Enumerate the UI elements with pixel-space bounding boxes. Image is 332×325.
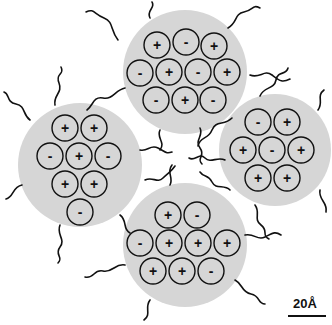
charge-sign: +	[149, 264, 157, 278]
charge-sign: +	[61, 177, 69, 191]
charged-bead: -	[258, 136, 286, 164]
charge-sign: +	[165, 65, 173, 79]
charged-bead: -	[197, 257, 225, 285]
charged-bead: +	[51, 114, 79, 142]
charge-sign: +	[90, 121, 98, 135]
charge-sign: +	[223, 65, 231, 79]
charged-bead: -	[142, 86, 170, 114]
charge-sign: +	[90, 177, 98, 191]
cluster-disk	[18, 103, 142, 227]
charged-bead: +	[65, 142, 93, 170]
charged-bead: +	[229, 136, 257, 164]
charge-sign: +	[283, 171, 291, 185]
charged-bead: -	[172, 28, 200, 56]
polymer-chains	[4, 2, 326, 320]
charged-bead: -	[126, 59, 154, 87]
charge-sign: -	[195, 208, 200, 222]
cluster-disk	[219, 94, 331, 206]
charged-bead: +	[80, 170, 108, 198]
charge-sign: +	[178, 264, 186, 278]
scale-bar	[288, 315, 326, 317]
charged-bead: +	[154, 201, 182, 229]
charge-sign: +	[61, 121, 69, 135]
charged-bead: +	[213, 58, 241, 86]
charged-bead: -	[66, 198, 94, 226]
charge-sign: +	[297, 143, 305, 157]
charged-bead: -	[244, 108, 272, 136]
charge-sign: -	[138, 66, 143, 80]
charged-bead: -	[94, 142, 122, 170]
charge-sign: +	[254, 171, 262, 185]
charge-sign: -	[106, 149, 111, 163]
charged-bead: +	[200, 32, 228, 60]
charge-sign: -	[256, 115, 261, 129]
charged-bead: +	[244, 164, 272, 192]
charge-sign: +	[239, 143, 247, 157]
charged-bead: +	[273, 164, 301, 192]
charged-bead: +	[51, 170, 79, 198]
charge-sign: -	[209, 264, 214, 278]
charge-sign: +	[164, 208, 172, 222]
charged-bead: +	[139, 257, 167, 285]
charged-bead: -	[36, 142, 64, 170]
charge-sign: -	[211, 93, 216, 107]
charge-sign: -	[154, 93, 159, 107]
charged-bead: +	[143, 31, 171, 59]
charged-bead: -	[184, 58, 212, 86]
charge-sign: +	[75, 149, 83, 163]
scale-label: 20Å	[293, 296, 317, 311]
charge-sign: -	[48, 149, 53, 163]
cluster-disk	[123, 183, 247, 307]
charged-bead: +	[171, 86, 199, 114]
charged-bead: -	[199, 86, 227, 114]
charged-bead: +	[155, 229, 183, 257]
charged-bead: -	[183, 201, 211, 229]
charge-sign: -	[270, 143, 275, 157]
charged-bead: +	[80, 114, 108, 142]
charged-bead: +	[184, 229, 212, 257]
charge-sign: +	[165, 236, 173, 250]
charged-bead: +	[168, 257, 196, 285]
charged-bead: +	[213, 229, 241, 257]
charged-bead: -	[126, 229, 154, 257]
charged-bead: +	[155, 58, 183, 86]
charge-sign: +	[223, 236, 231, 250]
charged-bead: +	[273, 108, 301, 136]
charge-sign: +	[181, 93, 189, 107]
charge-sign: -	[196, 65, 201, 79]
charge-sign: +	[283, 115, 291, 129]
charge-sign: +	[153, 38, 161, 52]
charge-sign: -	[184, 35, 189, 49]
charge-sign: +	[210, 39, 218, 53]
charge-sign: -	[78, 205, 83, 219]
charged-bead: +	[287, 136, 315, 164]
charge-sign: +	[194, 236, 202, 250]
charge-sign: -	[138, 236, 143, 250]
